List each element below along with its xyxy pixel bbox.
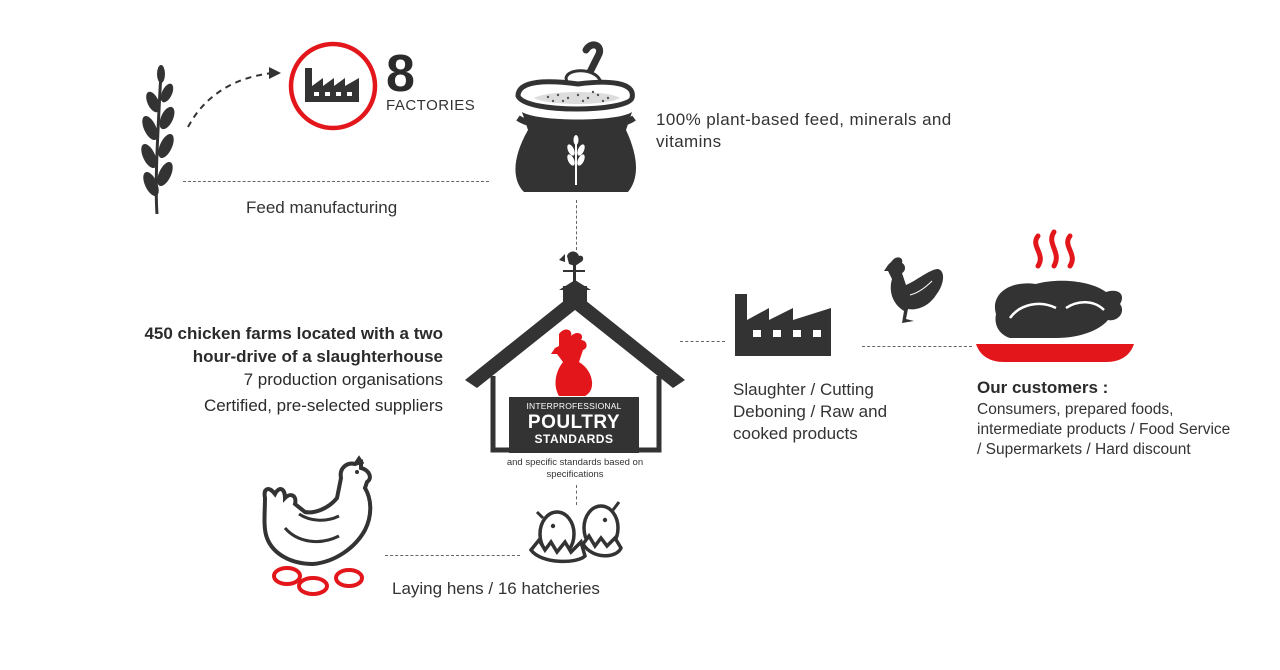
slaughter-line2: Deboning / Raw and [733, 401, 887, 423]
slaughter-factory-icon [733, 290, 843, 360]
poultry-standards-badge: INTERPROFESSIONAL POULTRY STANDARDS [509, 397, 639, 453]
standards-note: and specific standards based on specific… [490, 457, 660, 481]
slaughter-block: Slaughter / Cutting Deboning / Raw and c… [733, 379, 887, 445]
customers-block: Consumers, prepared foods, intermediate … [977, 400, 1267, 460]
slaughter-line1: Slaughter / Cutting [733, 379, 887, 401]
farms-line1: 450 chicken farms located with a two [80, 322, 443, 345]
standards-note-line1: and specific standards based on [490, 457, 660, 469]
roast-chicken-icon [970, 228, 1140, 368]
chicken-icon [880, 255, 950, 330]
hen-to-eggs-line [385, 555, 520, 556]
standards-mid-label: STANDARDS [509, 432, 639, 446]
arrow-icon [185, 65, 295, 135]
farms-line4: Certified, pre-selected suppliers [80, 394, 443, 417]
slaughter-line3: cooked products [733, 423, 887, 445]
feed-sack-icon [508, 40, 648, 200]
customers-title: Our customers : [977, 378, 1108, 398]
standards-note-line2: specifications [490, 469, 660, 481]
customers-line2: intermediate products / Food Service [977, 420, 1267, 440]
factory-to-customer-line [862, 346, 972, 347]
factory-icon [287, 40, 379, 132]
feed-description: 100% plant-based feed, minerals and vita… [656, 109, 996, 153]
wheat-icon [135, 66, 175, 216]
farms-line3: 7 production organisations [80, 368, 443, 391]
eggs-icon [527, 498, 627, 568]
standards-big-label: POULTRY [509, 413, 639, 432]
customers-line3: / Supermarkets / Hard discount [977, 440, 1267, 460]
standards-small-label: INTERPROFESSIONAL [509, 397, 639, 411]
farms-block: 450 chicken farms located with a two hou… [80, 322, 443, 417]
farms-line2: hour-drive of a slaughterhouse [80, 345, 443, 368]
hatcheries-label: Laying hens / 16 hatcheries [392, 578, 600, 600]
hen-icon [255, 458, 385, 598]
factories-count: 8 [386, 48, 415, 100]
factories-label: FACTORIES [386, 97, 475, 114]
feed-manufacturing-label: Feed manufacturing [246, 197, 397, 219]
feed-connector-line [183, 181, 489, 182]
feed-to-barn-line [576, 200, 577, 250]
customers-line1: Consumers, prepared foods, [977, 400, 1267, 420]
barn-to-factory-line [680, 341, 725, 342]
